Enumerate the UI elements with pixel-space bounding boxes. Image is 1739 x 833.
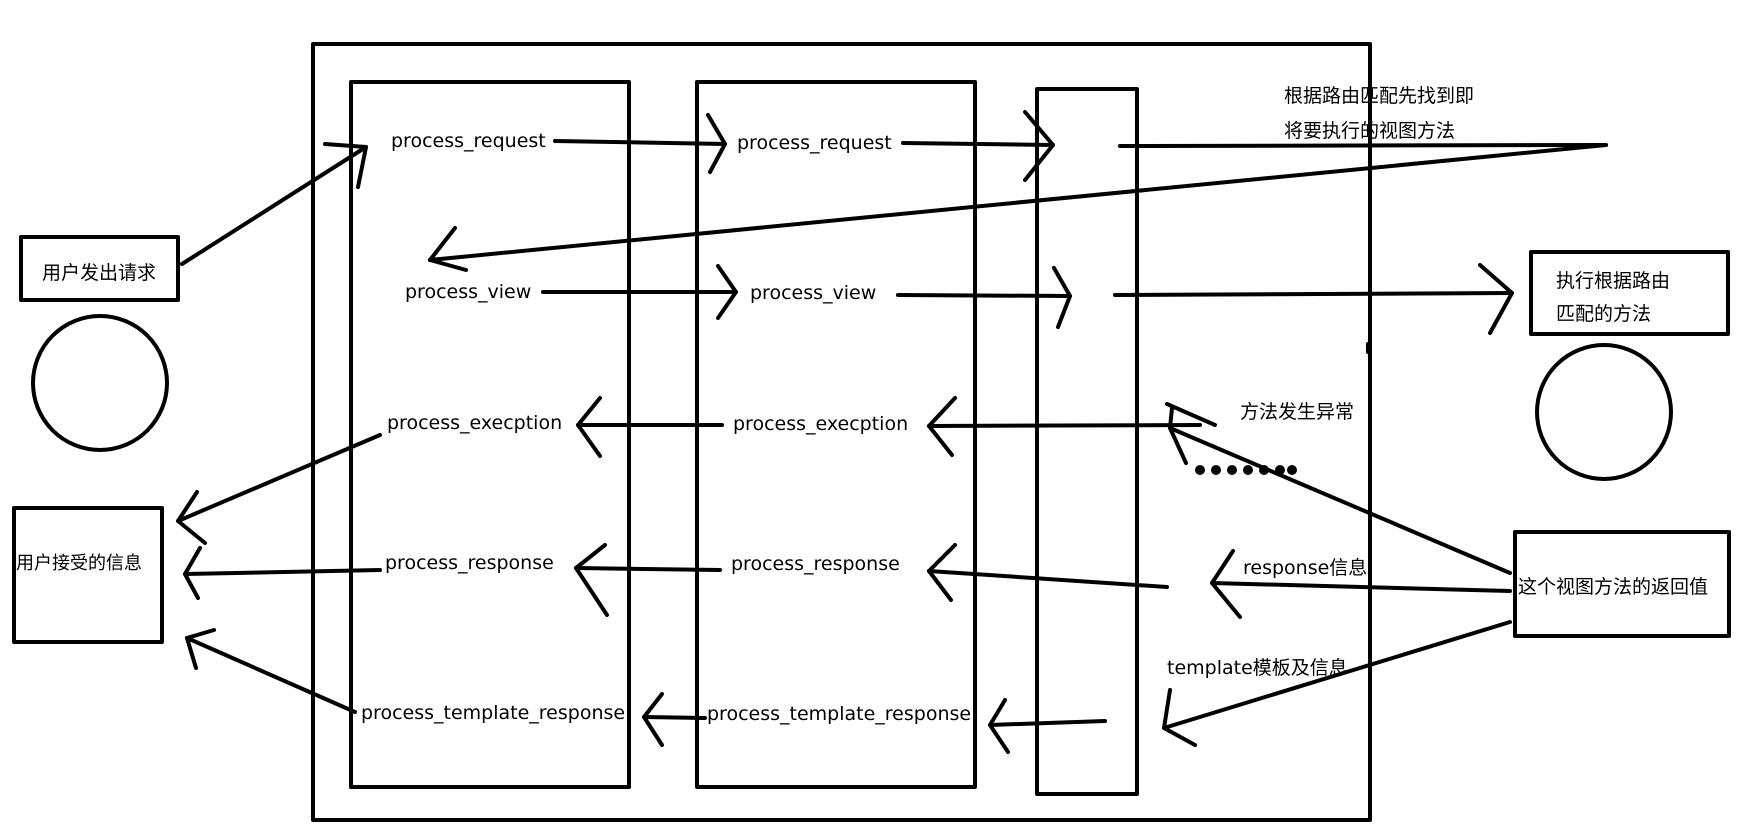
- user-receive-box: [12, 506, 164, 644]
- mw1-process-template-response: process_template_response: [361, 702, 626, 724]
- mw1-process-view: process_view: [405, 281, 532, 303]
- user-request-circle: [31, 314, 169, 452]
- user-receive-label: 用户接受的信息: [16, 553, 142, 574]
- router-column: [1035, 87, 1139, 796]
- template-info-label: template模板及信息: [1167, 657, 1348, 679]
- mw1-process-response: process_response: [385, 552, 554, 574]
- execute-method-circle: [1535, 343, 1673, 481]
- user-request-box: [19, 235, 180, 302]
- middleware-box-1: [349, 80, 631, 789]
- return-value-arrows: [1162, 402, 1512, 747]
- mw2-process-request: process_request: [737, 132, 892, 154]
- execute-method-label-line2: 匹配的方法: [1556, 303, 1652, 325]
- mw2-process-view: process_view: [750, 282, 877, 304]
- return-value-label: 这个视图方法的返回值: [1518, 576, 1709, 598]
- middleware-box-2: [695, 80, 977, 789]
- mw1-process-exception: process_execption: [387, 412, 563, 434]
- template-response-flow-arrows: [185, 628, 1107, 754]
- response-info-label: response信息: [1243, 557, 1368, 579]
- ellipsis-dots: [1195, 465, 1297, 475]
- view-flow-arrows: [541, 263, 1514, 335]
- mw2-process-response: process_response: [731, 553, 900, 575]
- request-flow-arrows: [180, 110, 1608, 266]
- route-match-return-arrow: [428, 143, 1608, 272]
- outer-container: [311, 42, 1372, 822]
- return-value-box: [1513, 530, 1731, 638]
- mw1-process-request: process_request: [391, 130, 546, 152]
- route-match-label-line1: 根据路由匹配先找到即: [1284, 85, 1475, 107]
- exception-flow-arrows: [176, 396, 1202, 545]
- execute-method-box: [1529, 250, 1730, 336]
- method-exception-label: 方法发生异常: [1240, 401, 1355, 423]
- response-flow-arrows: [183, 543, 1169, 617]
- route-match-label-line2: 将要执行的视图方法: [1284, 120, 1456, 142]
- mw2-process-exception: process_execption: [733, 413, 909, 435]
- user-request-label: 用户发出请求: [42, 262, 157, 284]
- mw2-process-template-response: process_template_response: [707, 703, 972, 725]
- execute-method-label-line1: 执行根据路由: [1556, 270, 1671, 292]
